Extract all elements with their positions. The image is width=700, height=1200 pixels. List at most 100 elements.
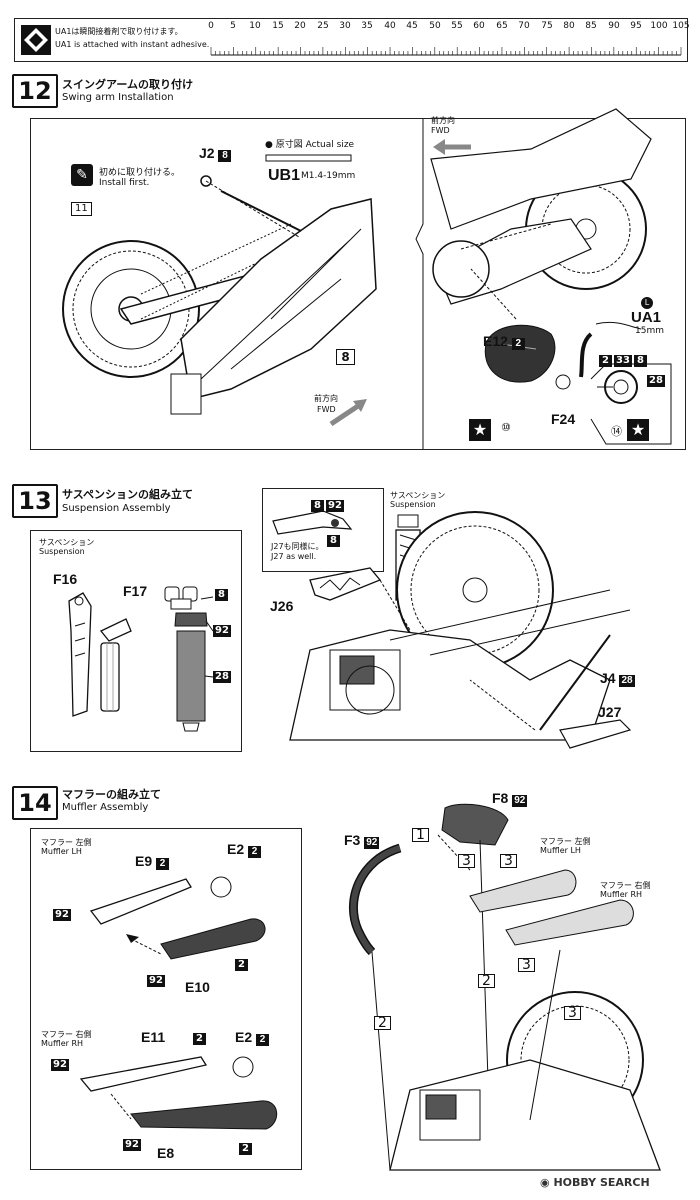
part-ua1: UA1 xyxy=(631,309,662,326)
step-number-12: 12 xyxy=(12,74,58,108)
ruler-tick: 60 xyxy=(473,21,485,31)
adhesive-note-en: UA1 is attached with instant adhesive. xyxy=(55,40,210,49)
part-e12: E12 2 xyxy=(483,333,525,350)
install-first-jp: 初めに取り付ける。 xyxy=(99,168,181,178)
e2b-qty: 2 xyxy=(256,1034,270,1046)
ruler-tick: 35 xyxy=(361,21,373,31)
part-j2: J2 8 xyxy=(199,145,232,162)
j27-note-jp: J27も同様に。 xyxy=(271,542,324,551)
qty-28: 28 xyxy=(213,671,231,683)
ruler-ticks xyxy=(210,47,682,56)
ruler-tick: 20 xyxy=(294,21,306,31)
e9-qty: 2 xyxy=(156,858,170,870)
suspension-box-en: Suspension xyxy=(39,547,85,556)
suspension-box-jp: サスペンション xyxy=(39,538,95,547)
step14-title-en: Muffler Assembly xyxy=(62,802,149,813)
ruler-tick: 55 xyxy=(451,21,463,31)
e11-qty: 2 xyxy=(193,1033,206,1045)
part-f8: F8 92 xyxy=(492,790,528,807)
order-step-1: 1 xyxy=(412,828,429,842)
install-first-icon: ✎ xyxy=(71,164,93,186)
e10-qty: 2 xyxy=(235,959,248,971)
j27-note-en: J27 as well. xyxy=(271,552,317,561)
fwd-label-jp: 前方向 xyxy=(314,394,338,403)
part-e10: E10 xyxy=(185,979,210,995)
ruler-tick: 40 xyxy=(384,21,396,31)
order-step-3-d: 3 xyxy=(564,1006,581,1020)
part-f3: F3 92 xyxy=(344,832,380,849)
muffler-lh-jp: マフラー 左側 xyxy=(41,838,92,847)
qty-92-c: 92 xyxy=(51,1059,69,1071)
order-step-3-a: 3 xyxy=(458,854,475,868)
ruler-tick: 95 xyxy=(630,21,642,31)
suspension-parts-box: サスペンション Suspension F16 F17 8 92 28 xyxy=(30,530,242,752)
ruler-tick: 15 xyxy=(272,21,284,31)
part-f17: F17 xyxy=(123,583,148,599)
qty-92: 92 xyxy=(213,625,231,637)
part-e8: E8 xyxy=(157,1145,175,1161)
ruler-tick: 50 xyxy=(429,21,441,31)
part-e11: E11 xyxy=(141,1029,166,1045)
j2-qty: 8 xyxy=(218,150,232,162)
instruction-header: UA1は瞬間接着剤で取り付けます。 UA1 is attached with i… xyxy=(14,18,690,62)
step14-title-jp: マフラーの組み立て xyxy=(62,788,161,801)
ruler-tick: 0 xyxy=(208,21,214,31)
order-step-2-b: 2 xyxy=(374,1016,391,1030)
step12-panel: ✎ 初めに取り付ける。 Install first. 11 J2 8 ● 原寸図… xyxy=(30,108,686,450)
f3-qty: 92 xyxy=(364,837,380,849)
step12-title-jp: スイングアームの取り付け xyxy=(62,78,194,91)
muffler-rh-jp: マフラー 右側 xyxy=(41,1030,92,1039)
part-ub1: UB1 xyxy=(268,167,301,184)
ref-part-8: 8 xyxy=(336,349,355,365)
fwd-label-en: FWD xyxy=(317,405,336,414)
install-first-en: Install first. xyxy=(99,178,150,188)
circle-ref-10: ⑩ xyxy=(501,421,511,434)
qty-92-d: 92 xyxy=(123,1139,141,1151)
muffler-rh2-jp: マフラー 右側 xyxy=(600,881,651,890)
callout-qty-28: 28 xyxy=(647,375,665,387)
muffler-install-illustration xyxy=(349,803,661,1171)
ruler-tick: 85 xyxy=(585,21,597,31)
e8-qty: 2 xyxy=(239,1143,252,1155)
susp-label-en: Suspension xyxy=(390,500,436,509)
step12-title-en: Swing arm Installation xyxy=(62,92,174,103)
ruler-tick: 10 xyxy=(249,21,261,31)
ruler-tick: 30 xyxy=(339,21,351,31)
e12-qty: 2 xyxy=(511,338,525,350)
part-e9: E9 2 xyxy=(135,853,170,870)
order-step-3-c: 3 xyxy=(518,958,535,972)
qty-92-a: 92 xyxy=(53,909,71,921)
ruler-tick: 45 xyxy=(406,21,418,31)
ruler-tick: 100 xyxy=(650,21,668,31)
muffler-rh-en: Muffler RH xyxy=(41,1039,84,1048)
muffler-lh2-en: Muffler LH xyxy=(540,846,581,855)
susp-label-jp: サスペンション xyxy=(390,491,446,500)
ub1-spec: M1.4-19mm xyxy=(301,171,356,181)
muffler-lh2-jp: マフラー 左側 xyxy=(540,837,591,846)
suspension-parts-illustration xyxy=(68,586,214,732)
order-step-2-a: 2 xyxy=(478,974,495,988)
ruler-tick: 105 xyxy=(672,21,690,31)
f8-qty: 92 xyxy=(512,795,528,807)
part-j27: J27 xyxy=(598,704,622,720)
muffler-parts-illustration xyxy=(79,876,278,1130)
order-step-3-b: 3 xyxy=(500,854,517,868)
part-f24: F24 xyxy=(551,411,576,427)
star-icon: ★ xyxy=(469,419,491,441)
ref-step-11: 11 xyxy=(71,202,92,216)
star-icon: ★ xyxy=(627,419,649,441)
swing-arm-illustration xyxy=(62,108,672,449)
scale-ruler: 0 5 10 15 20 25 30 35 40 45 50 55 60 65 … xyxy=(208,21,690,59)
j4-qty: 28 xyxy=(619,675,635,687)
fwd2-label-jp: 前方向 xyxy=(431,116,455,125)
ruler-tick: 75 xyxy=(541,21,553,31)
ruler-tick: 25 xyxy=(317,21,329,31)
circle-ref-14: ⑭ xyxy=(611,425,622,438)
qty-92-b: 92 xyxy=(147,975,165,987)
ruler-tick: 80 xyxy=(563,21,575,31)
watermark: ◉ HOBBY SEARCH xyxy=(540,1176,650,1189)
step-number-14: 14 xyxy=(12,786,58,820)
